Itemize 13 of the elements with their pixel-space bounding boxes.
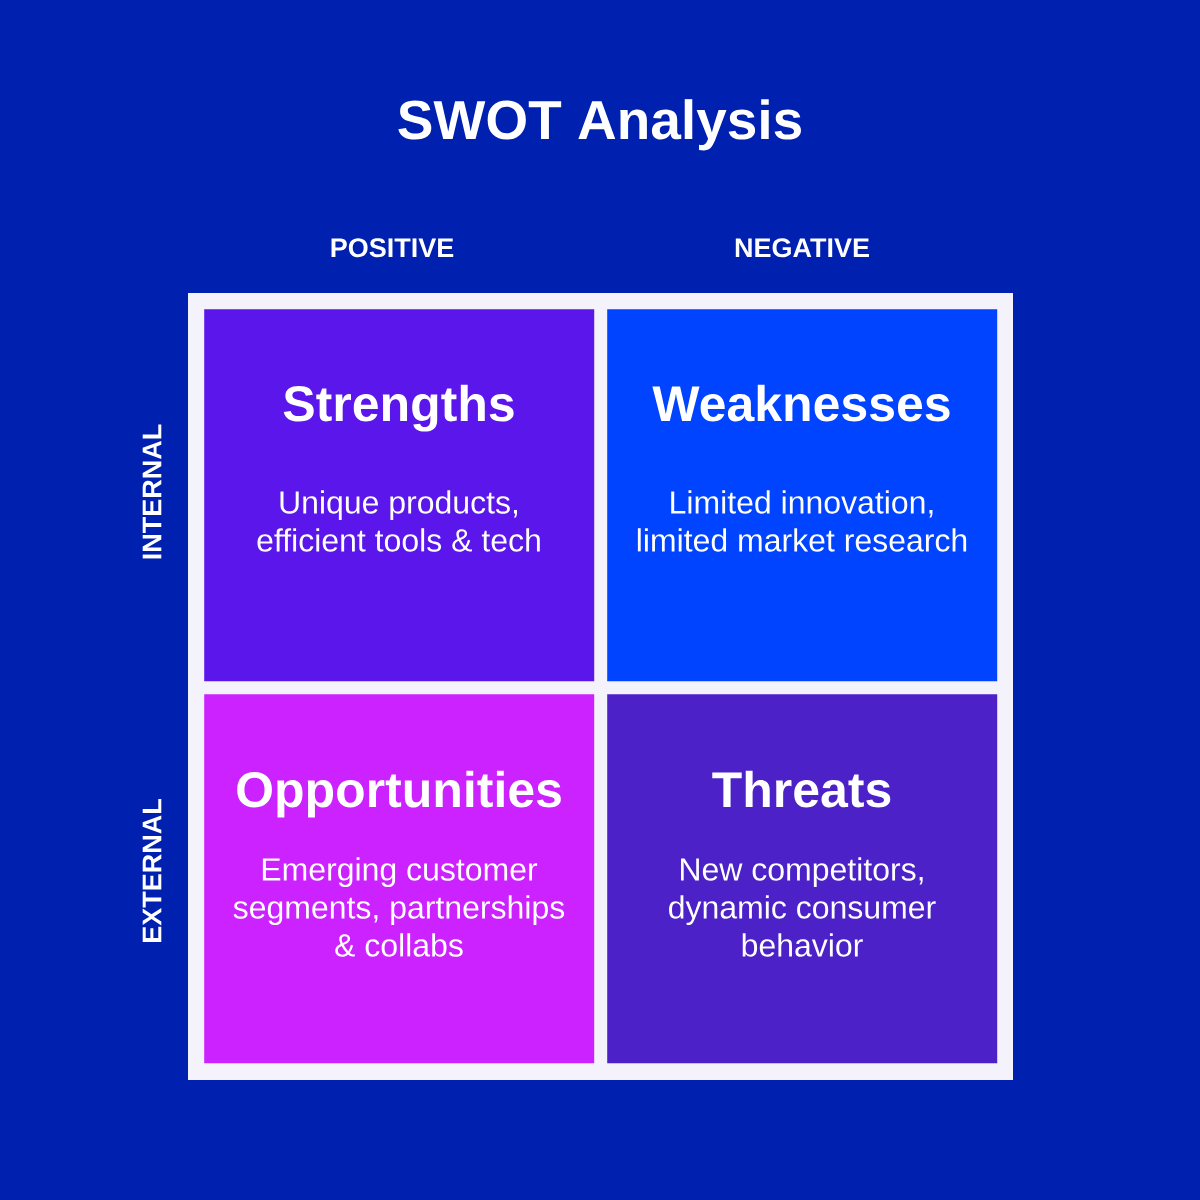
title: SWOT Analysis xyxy=(398,99,801,151)
quadrant-heading: Threats xyxy=(712,770,891,808)
quadrant-description: Unique products, efficient tools & tech xyxy=(257,490,540,552)
quadrant-description: New competitors, dynamic consumer behavior xyxy=(669,857,936,957)
axis-label: EXTERNAL xyxy=(142,799,162,942)
quadrant-heading: Strengths xyxy=(283,384,514,432)
axis-label: INTERNAL xyxy=(142,424,162,559)
axis-label: NEGATIVE xyxy=(735,238,869,258)
axis-label: POSITIVE xyxy=(331,238,454,258)
quadrant-heading: Opportunities xyxy=(237,770,561,818)
quadrant-heading: Weaknesses xyxy=(652,384,950,422)
quadrant-description: Limited innovation, limited market research xyxy=(637,490,967,552)
quadrant-description: Emerging customer segments, partnerships & collabs xyxy=(233,857,565,957)
